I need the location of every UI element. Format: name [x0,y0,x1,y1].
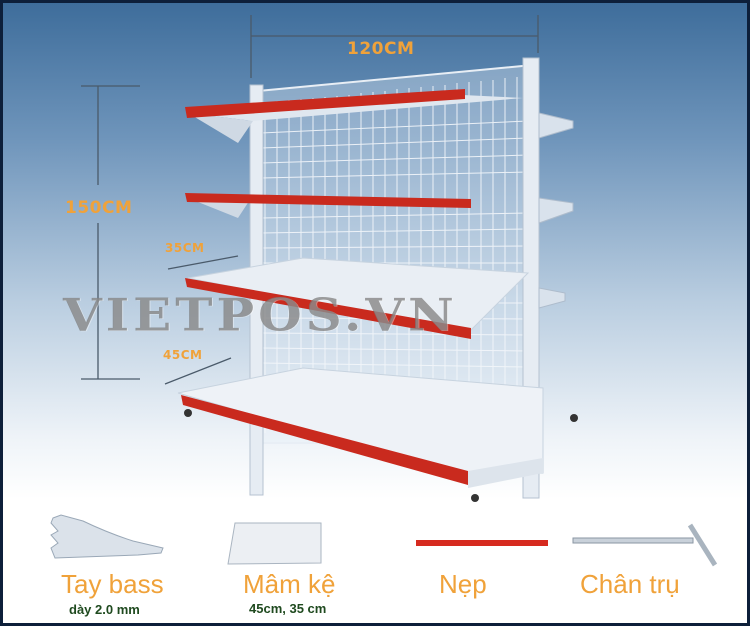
lower-depth-dimension: 45CM [163,348,203,362]
part-shelf-tray-image [227,522,322,565]
part-label-strip: Nẹp [439,569,487,599]
part-label-upright: Chân trụ [580,569,680,599]
shelf-illustration [50,15,718,567]
height-dimension: 150CM [65,198,133,218]
part-detail-bracket: dày 2.0 mm [69,602,140,617]
part-label-bracket: Tay bass [61,569,164,599]
watermark: VIETPOS.VN [63,287,458,342]
part-label-shelf-tray: Mâm kệ [243,569,336,599]
part-detail-shelf-tray: 45cm, 35 cm [249,601,327,616]
right-brackets [538,112,574,309]
shelves [177,89,578,502]
width-dimension: 120CM [347,39,415,59]
upper-depth-dimension: 35CM [165,241,205,255]
part-strip-image [416,540,548,546]
part-upright-image [572,523,718,567]
part-bracket-image [50,514,164,559]
dimension-lines [81,15,539,385]
